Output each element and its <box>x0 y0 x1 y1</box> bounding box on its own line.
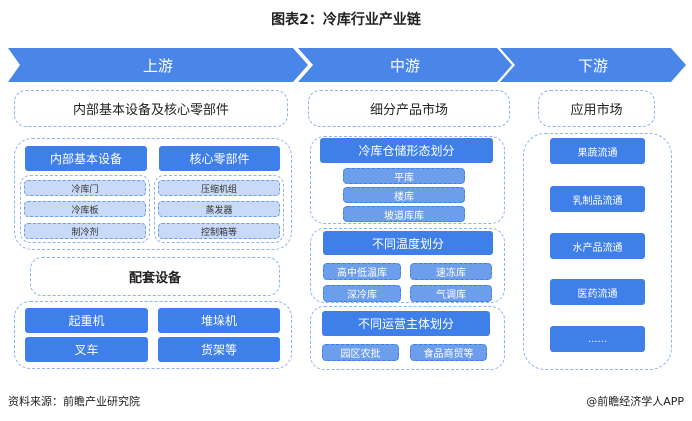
application-item: 医药流通 <box>550 279 645 305</box>
arrow-shape <box>298 48 512 82</box>
storage-item: 平库 <box>343 168 465 184</box>
internal-item: 制冷剂 <box>24 223 146 239</box>
temperature-label: 不同温度划分 <box>323 231 493 255</box>
operator-label: 不同运营主体划分 <box>322 311 490 336</box>
temperature-item: 深冷库 <box>323 285 401 302</box>
core-item: 蒸发器 <box>158 201 280 217</box>
stage-midstream: 中游 <box>298 48 512 82</box>
internal-equipment-label: 内部基本设备 <box>25 146 147 171</box>
temperature-item: 气调库 <box>410 285 492 302</box>
core-item: 控制箱等 <box>158 223 280 239</box>
internal-item: 冷库板 <box>24 201 146 217</box>
arrow-shape <box>8 48 308 82</box>
core-components-label: 核心零部件 <box>159 146 280 171</box>
application-item: ...... <box>550 326 645 352</box>
storage-group <box>310 136 505 224</box>
source-note: 资料来源：前瞻产业研究院 <box>8 395 140 408</box>
internal-items-group <box>20 175 150 243</box>
upstream-equipment-group <box>14 138 292 250</box>
support-equipment-label: 配套设备 <box>30 257 280 296</box>
application-item: 果蔬流通 <box>550 138 645 164</box>
core-items-group <box>154 175 284 243</box>
midstream-header: 细分产品市场 <box>308 90 510 127</box>
application-item: 乳制品流通 <box>550 186 645 212</box>
stage-downstream: 下游 <box>500 48 686 82</box>
temperature-item: 高中低温库 <box>323 263 401 280</box>
application-item: 水产品流通 <box>550 233 645 259</box>
storage-label: 冷库仓储形态划分 <box>320 138 493 163</box>
brand-credit: @前瞻经济学人APP <box>586 395 684 408</box>
operator-item: 园区农批 <box>322 344 399 361</box>
stage-label: 上游 <box>142 56 173 75</box>
arrow-shape <box>500 48 686 82</box>
temperature-item: 速冻库 <box>410 263 492 280</box>
operator-group <box>310 306 505 370</box>
figure-title: 图表2：冷库行业产业链 <box>271 12 421 28</box>
stage-upstream: 上游 <box>8 48 308 82</box>
operator-item: 食品商贸等 <box>410 344 487 361</box>
support-item: 货架等 <box>158 337 280 362</box>
downstream-header: 应用市场 <box>538 90 655 127</box>
core-item: 压缩机组 <box>158 180 280 196</box>
temperature-group <box>310 228 505 303</box>
internal-item: 冷库门 <box>24 180 146 196</box>
support-items-group <box>14 301 292 369</box>
support-item: 起重机 <box>25 308 148 333</box>
stage-label: 中游 <box>389 56 420 75</box>
application-group <box>523 133 672 370</box>
storage-item: 坡道库库 <box>343 206 465 222</box>
stage-label: 下游 <box>577 56 608 75</box>
storage-item: 楼库 <box>343 187 465 203</box>
upstream-header: 内部基本设备及核心零部件 <box>14 90 288 127</box>
support-item: 堆垛机 <box>158 308 280 333</box>
support-item: 叉车 <box>25 337 148 362</box>
